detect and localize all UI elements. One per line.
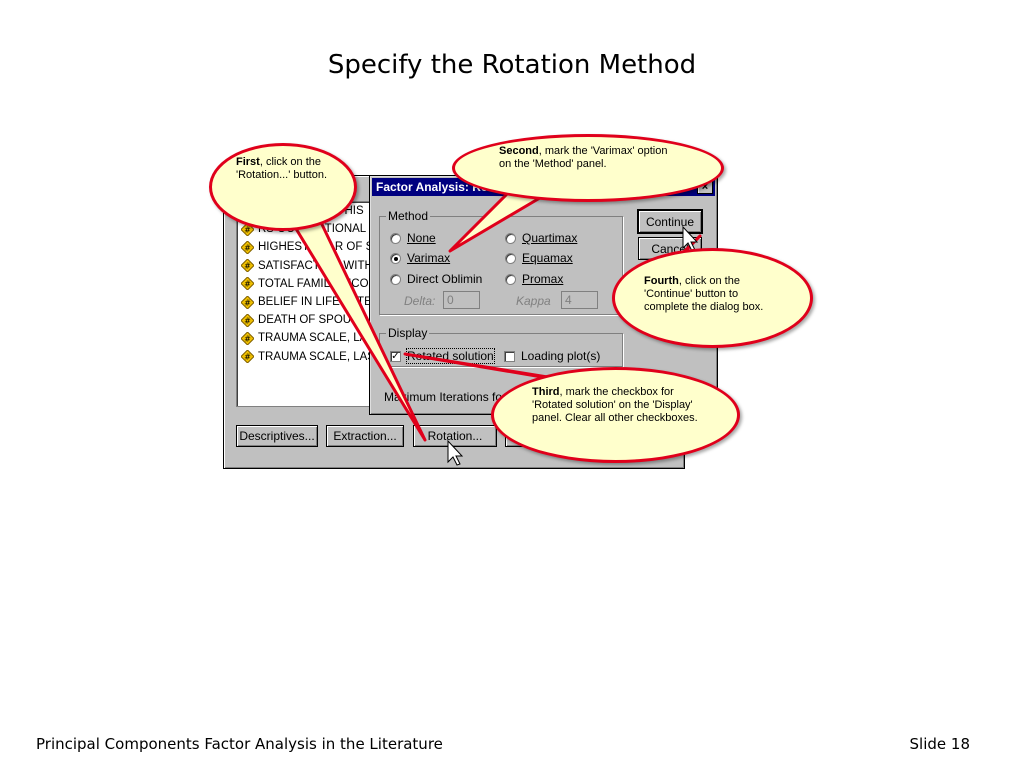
method-label: Method xyxy=(386,209,431,223)
delta-label: Delta: xyxy=(404,294,436,308)
none-label: None xyxy=(407,231,436,245)
svg-text:#: # xyxy=(244,243,251,252)
extraction-button[interactable]: Extraction... xyxy=(326,425,404,447)
second-callout-body: , mark the 'Varimax' option on the 'Meth… xyxy=(499,145,668,170)
numeric-variable-icon: # xyxy=(241,259,254,273)
fourth-callout-body: , click on the 'Continue' button to comp… xyxy=(644,275,764,313)
radio-icon xyxy=(505,232,516,244)
list-item[interactable]: # TRAUMA SCALE, LA xyxy=(237,329,379,347)
equamax-label: Equamax xyxy=(522,251,573,265)
checkmark-icon: ✓ xyxy=(390,350,401,362)
kappa-label: Kappa xyxy=(516,294,551,308)
svg-text:#: # xyxy=(244,316,251,325)
variable-name: TRAUMA SCALE, LA xyxy=(258,332,368,345)
radio-icon xyxy=(390,273,401,285)
descriptives-button[interactable]: Descriptives... xyxy=(236,425,318,447)
svg-text:#: # xyxy=(244,280,251,289)
svg-text:#: # xyxy=(244,353,251,362)
radio-equamax[interactable]: Equamax xyxy=(505,251,573,265)
checkbox-icon xyxy=(504,350,515,362)
third-callout-text: Third, mark the checkbox for 'Rotated so… xyxy=(532,386,700,425)
first-callout-text: First, click on the 'Rotation...' button… xyxy=(236,156,332,182)
first-callout-tail xyxy=(285,212,427,442)
radio-promax[interactable]: Promax xyxy=(505,272,563,286)
fourth-callout-text: Fourth, click on the 'Continue' button t… xyxy=(644,275,782,314)
variable-name: DEATH OF SPOUSE xyxy=(258,314,367,327)
radio-icon xyxy=(505,273,516,285)
display-label: Display xyxy=(386,326,430,340)
list-item[interactable]: # DEATH OF SPOUSE xyxy=(237,311,379,329)
third-callout: Third, mark the checkbox for 'Rotated so… xyxy=(491,367,740,463)
radio-quartimax[interactable]: Quartimax xyxy=(505,231,577,245)
footer-title: Principal Components Factor Analysis in … xyxy=(36,735,443,753)
fourth-callout-lead: Fourth xyxy=(644,275,679,287)
loading-plots-checkbox[interactable]: Loading plot(s) xyxy=(504,349,600,363)
max-iterations-label: Maximum Iterations for xyxy=(384,390,507,404)
svg-text:#: # xyxy=(244,298,251,307)
close-icon: × xyxy=(701,181,709,193)
svg-text:#: # xyxy=(244,262,251,271)
first-callout: First, click on the 'Rotation...' button… xyxy=(209,143,357,231)
list-item[interactable]: # TRAUMA SCALE, LAS xyxy=(237,348,379,366)
rotation-button[interactable]: Rotation... xyxy=(413,425,497,447)
numeric-variable-icon: # xyxy=(241,331,254,345)
second-callout-lead: Second xyxy=(499,145,539,157)
fourth-callout: Fourth, click on the 'Continue' button t… xyxy=(612,248,813,348)
svg-text:#: # xyxy=(244,225,251,234)
radio-selected-icon xyxy=(390,252,401,264)
radio-icon xyxy=(390,232,401,244)
variable-name: TRAUMA SCALE, LAS xyxy=(258,350,375,363)
method-panel: Method None Varimax Direct Oblimin Quart… xyxy=(379,209,623,315)
quartimax-label: Quartimax xyxy=(522,231,578,245)
first-callout-body: , click on the 'Rotation...' button. xyxy=(236,156,328,181)
kappa-input[interactable]: 4 xyxy=(561,291,598,309)
rotated-solution-label: Rotated solution xyxy=(406,348,495,364)
radio-icon xyxy=(505,252,516,264)
third-callout-lead: Third xyxy=(532,386,560,398)
slide-number: Slide 18 xyxy=(909,735,970,753)
delta-input[interactable]: 0 xyxy=(443,291,480,309)
varimax-label: Varimax xyxy=(407,251,451,265)
radio-varimax[interactable]: Varimax xyxy=(390,251,450,265)
continue-button[interactable]: Continue xyxy=(637,209,703,234)
numeric-variable-icon: # xyxy=(241,277,254,291)
second-callout-text: Second, mark the 'Varimax' option on the… xyxy=(499,145,679,171)
radio-direct-oblimin[interactable]: Direct Oblimin xyxy=(390,272,482,286)
svg-text:#: # xyxy=(244,334,251,343)
loading-plots-label: Loading plot(s) xyxy=(521,349,601,363)
rotated-solution-checkbox[interactable]: ✓ Rotated solution xyxy=(390,348,495,364)
numeric-variable-icon: # xyxy=(241,350,254,364)
promax-label: Promax xyxy=(522,272,564,286)
first-callout-lead: First xyxy=(236,156,260,168)
radio-none[interactable]: None xyxy=(390,231,436,245)
numeric-variable-icon: # xyxy=(241,295,254,309)
direct-oblimin-label: Direct Oblimin xyxy=(407,272,483,286)
numeric-variable-icon: # xyxy=(241,240,254,254)
slide-title: Specify the Rotation Method xyxy=(327,50,697,80)
display-panel: Display ✓ Rotated solution Loading plot(s… xyxy=(379,326,623,367)
mouse-pointer-icon xyxy=(447,439,464,466)
second-callout: Second, mark the 'Varimax' option on the… xyxy=(452,134,724,202)
numeric-variable-icon: # xyxy=(241,313,254,327)
third-callout-body: , mark the checkbox for 'Rotated solutio… xyxy=(532,386,698,424)
